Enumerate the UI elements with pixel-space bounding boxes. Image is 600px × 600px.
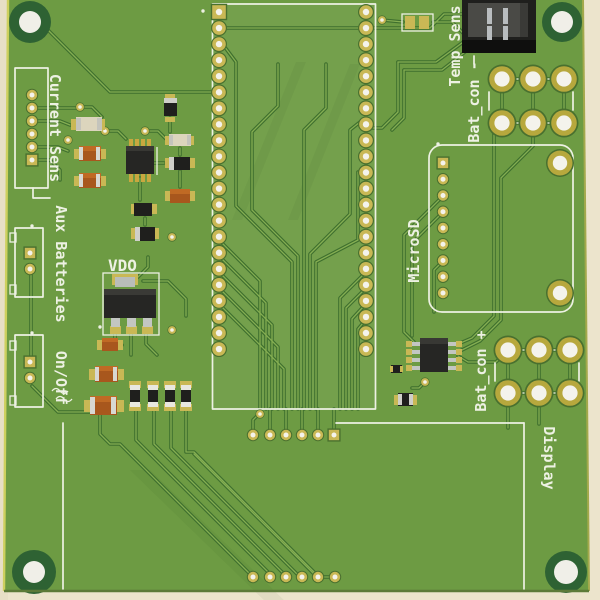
aux-batteries-outline	[9, 284, 17, 295]
aux-batteries-label: Aux Batteries	[52, 205, 70, 322]
mounting-hole	[9, 1, 51, 43]
through-hole-pads	[23, 3, 585, 584]
aux-batteries-outline	[14, 227, 44, 298]
soic8-ic	[126, 139, 154, 182]
display-label: Display	[540, 426, 558, 489]
smd-resistor-orange	[97, 338, 123, 351]
components	[71, 0, 536, 415]
smd-resistor-orange	[165, 189, 195, 203]
on-off-outline	[9, 395, 17, 406]
smd-diode-black	[164, 94, 177, 122]
board-edges	[2, 0, 590, 593]
smd-capacitor-row	[129, 381, 192, 411]
bat-con-minus-label: Bat_con -	[465, 61, 483, 142]
on-off-label: On/Off	[52, 351, 70, 405]
smd-component-tiny	[390, 365, 403, 373]
smd-diode-black	[131, 227, 159, 241]
header-pins	[487, 8, 508, 40]
mounting-hole	[545, 551, 587, 593]
soic8-ic	[406, 338, 462, 372]
smd-capacitor-black	[131, 203, 157, 216]
aux-batteries-outline	[9, 232, 17, 243]
smd-jumper	[405, 16, 429, 29]
bat-con-plus-label: Bat_con +	[472, 330, 490, 411]
smd-capacitor-orange	[89, 366, 124, 382]
microsd-label: MicroSD	[405, 219, 423, 282]
module-courtyard	[213, 5, 375, 408]
temp-sens-label: Temp Sens	[446, 5, 464, 86]
mounting-hole	[12, 550, 56, 594]
smd-resistor-beige	[165, 134, 194, 146]
smd-capacitor-black	[394, 393, 417, 406]
current-sens-outline	[32, 187, 51, 199]
silkscreen-labels: Current Sens Aux Batteries On/Off VDO Te…	[46, 5, 558, 489]
switch-symbol	[55, 395, 73, 403]
background-left-strip	[0, 0, 8, 600]
mounting-holes	[9, 1, 587, 594]
jumper-outline	[401, 13, 434, 32]
box-header-connector	[462, 0, 536, 53]
on-off-outline	[14, 334, 44, 408]
smd-resistor-orange	[74, 146, 106, 161]
smd-diode-black	[165, 157, 195, 170]
mounting-hole	[542, 2, 582, 42]
sot223-regulator	[104, 274, 156, 334]
smd-resistor-orange	[74, 173, 106, 188]
switch-symbol	[51, 387, 69, 395]
smd-capacitor-orange	[84, 396, 124, 415]
regulator-outline	[102, 272, 160, 336]
regulator-pins	[110, 318, 153, 334]
current-sens-outline	[14, 67, 49, 189]
smd-resistor-beige	[71, 117, 105, 131]
on-off-outline	[9, 340, 17, 351]
microsd-outline	[428, 144, 574, 313]
current-sens-label: Current Sens	[46, 74, 64, 182]
vdo-label: VDO	[108, 256, 137, 275]
pin1-dots	[30, 9, 440, 335]
